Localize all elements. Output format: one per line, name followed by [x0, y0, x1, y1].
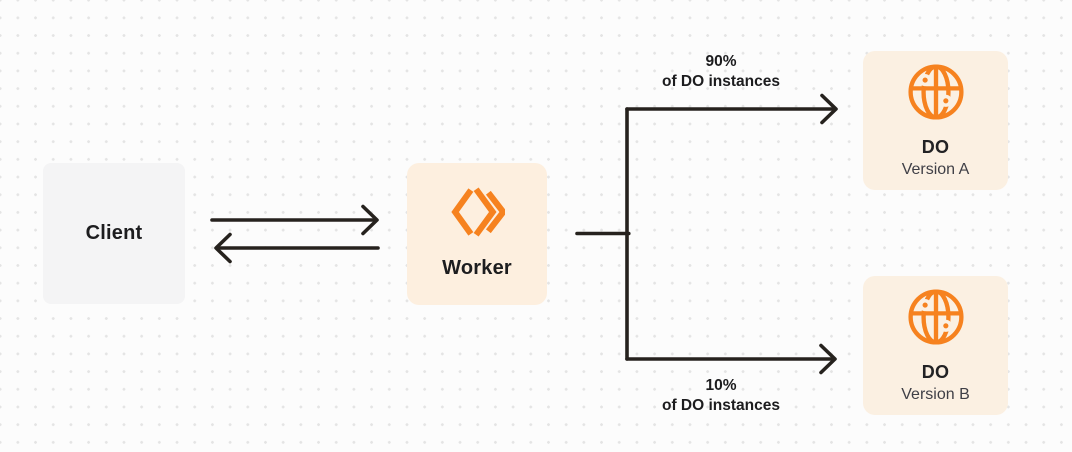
split-bottom-label: 10% of DO instances: [616, 376, 826, 415]
worker-to-client-arrow: [214, 232, 380, 264]
workers-icon: [449, 184, 505, 240]
worker-node: Worker: [407, 163, 547, 305]
top-arrowhead-icon: [820, 93, 838, 125]
worker-label: Worker: [442, 257, 512, 279]
do-b-subtitle: Version B: [901, 386, 970, 403]
client-node: Client: [43, 163, 185, 304]
top-caption-text: of DO instances: [662, 72, 780, 90]
client-to-worker-arrow: [210, 204, 379, 236]
top-percent-text: 90%: [705, 53, 737, 70]
bottom-percent-text: 10%: [705, 377, 737, 394]
bottom-caption-text: of DO instances: [662, 396, 780, 414]
do-version-b-node: DO Version B: [863, 276, 1008, 415]
do-version-a-node: DO Version A: [863, 51, 1008, 190]
left-arrowhead-icon: [214, 232, 232, 264]
globe-icon: [907, 288, 965, 346]
split-top-label: 90% of DO instances: [616, 52, 826, 91]
split-branch: [575, 93, 838, 375]
globe-icon: [907, 63, 965, 121]
do-a-title: DO: [921, 137, 950, 157]
do-a-subtitle: Version A: [901, 161, 970, 178]
bottom-arrowhead-icon: [819, 343, 837, 375]
client-label: Client: [85, 222, 143, 244]
do-b-title: DO: [921, 362, 950, 382]
right-arrowhead-icon: [361, 204, 379, 236]
